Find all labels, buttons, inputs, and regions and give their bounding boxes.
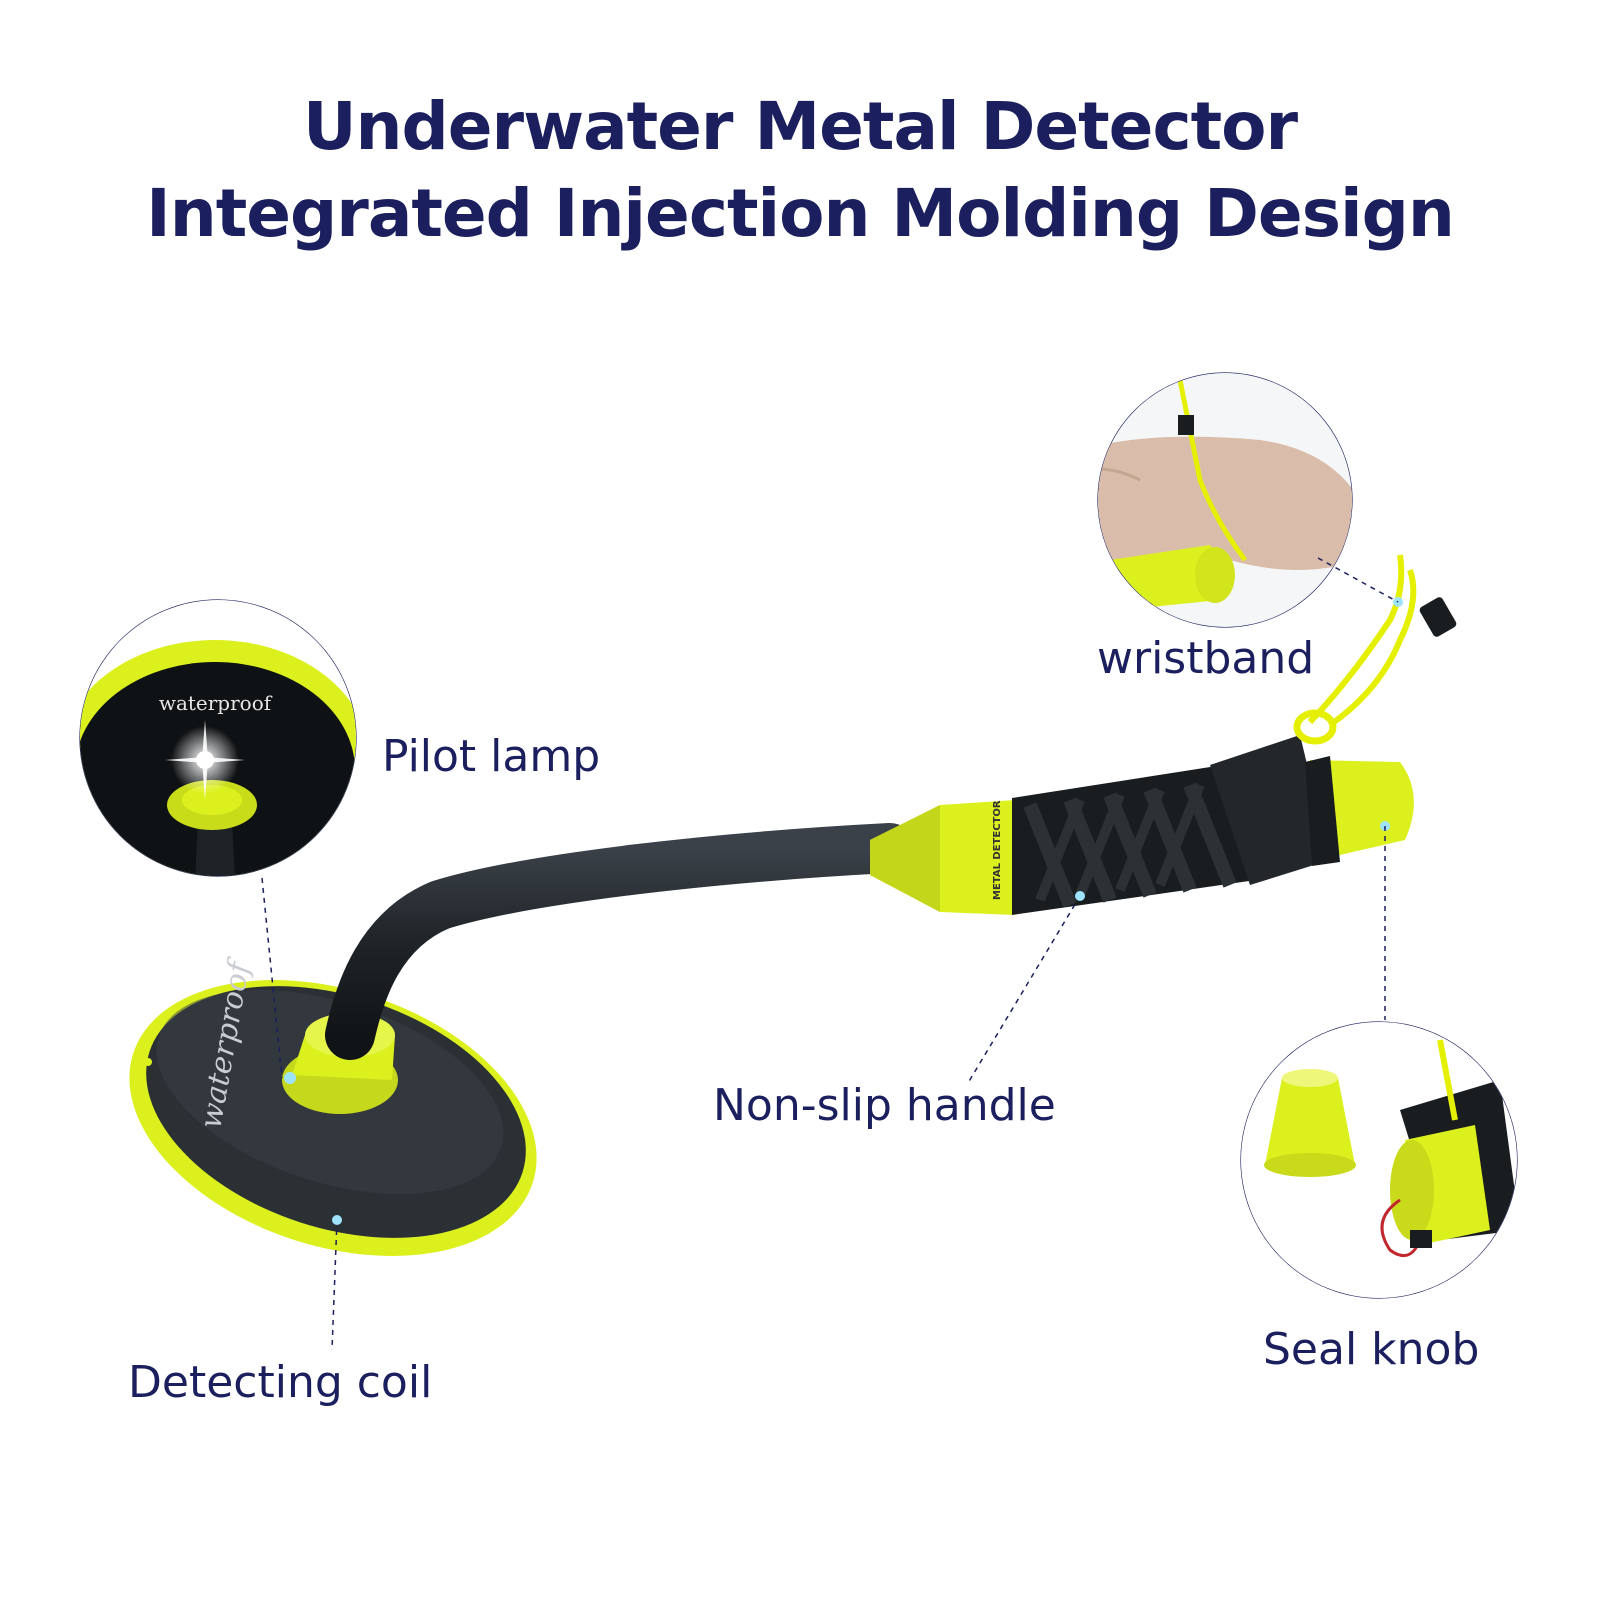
headline-line-1: Underwater Metal Detector (302, 88, 1298, 165)
non-slip-handle (1012, 735, 1330, 915)
pilot-lamp-label: Pilot lamp (382, 731, 601, 782)
handle-collar: METAL DETECTOR (870, 800, 1015, 915)
handle-leader-line (967, 895, 1081, 1084)
non-slip-handle-label: Non-slip handle (713, 1080, 1056, 1131)
coil-leader-line (331, 1219, 338, 1351)
wristband-inset (1097, 372, 1399, 628)
pilot-lamp-inset: waterproof (79, 599, 357, 1079)
lamp-print-text: waterproof (159, 691, 273, 715)
coil-marker-dot (332, 1215, 342, 1225)
detecting-coil-label: Detecting coil (128, 1357, 433, 1408)
headline-line-2: Integrated Injection Molding Design (146, 175, 1455, 252)
collar-print-text: METAL DETECTOR (992, 800, 1003, 900)
lanyard (1293, 554, 1457, 745)
seal-knob-inset (1240, 826, 1518, 1299)
wristband-label: wristband (1097, 633, 1315, 684)
seal-knob-cap (1305, 756, 1414, 866)
detecting-coil: waterproof (129, 955, 537, 1256)
seal-knob-label: Seal knob (1263, 1324, 1480, 1375)
handle-marker-dot (1075, 891, 1085, 901)
detector-shaft (325, 823, 915, 1060)
